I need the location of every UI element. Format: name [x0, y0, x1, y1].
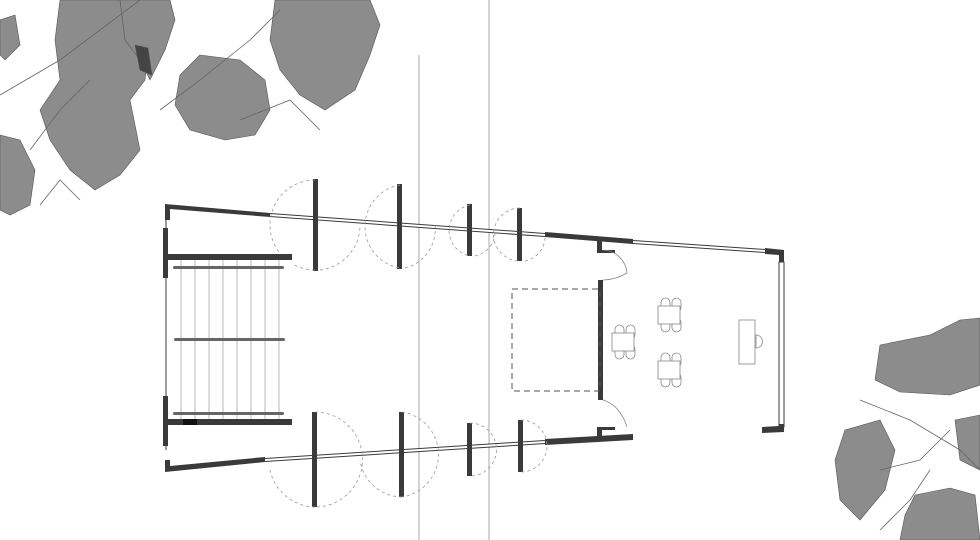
handrail — [173, 412, 284, 415]
furniture — [611, 297, 763, 388]
tree-branches-top-left — [0, 0, 321, 206]
top-wall-left — [165, 204, 270, 220]
tree-branches-bottom-right — [859, 399, 980, 531]
right-corner-top — [765, 248, 784, 262]
table-with-chairs — [657, 297, 682, 333]
bottom-wall-left — [165, 457, 265, 472]
top-wall-mid — [545, 232, 633, 244]
stair — [168, 254, 292, 425]
bottom-wall-right — [545, 434, 633, 445]
table-with-chairs — [657, 352, 682, 388]
right-corner-bottom — [762, 424, 784, 433]
desk-with-chair — [738, 319, 763, 365]
pivot-panels — [312, 179, 523, 507]
table-with-chairs — [611, 324, 636, 360]
handrail — [174, 338, 285, 341]
inner-wall — [598, 280, 603, 400]
door-swing — [602, 399, 628, 428]
tree-canopy-top-left — [0, 0, 381, 216]
dashed-zone — [511, 288, 601, 392]
right-glazing — [778, 261, 785, 428]
handrail — [173, 266, 284, 269]
pivot-swings — [269, 179, 548, 508]
door-swing — [602, 249, 628, 281]
tree-canopy-bottom-right — [834, 317, 980, 540]
